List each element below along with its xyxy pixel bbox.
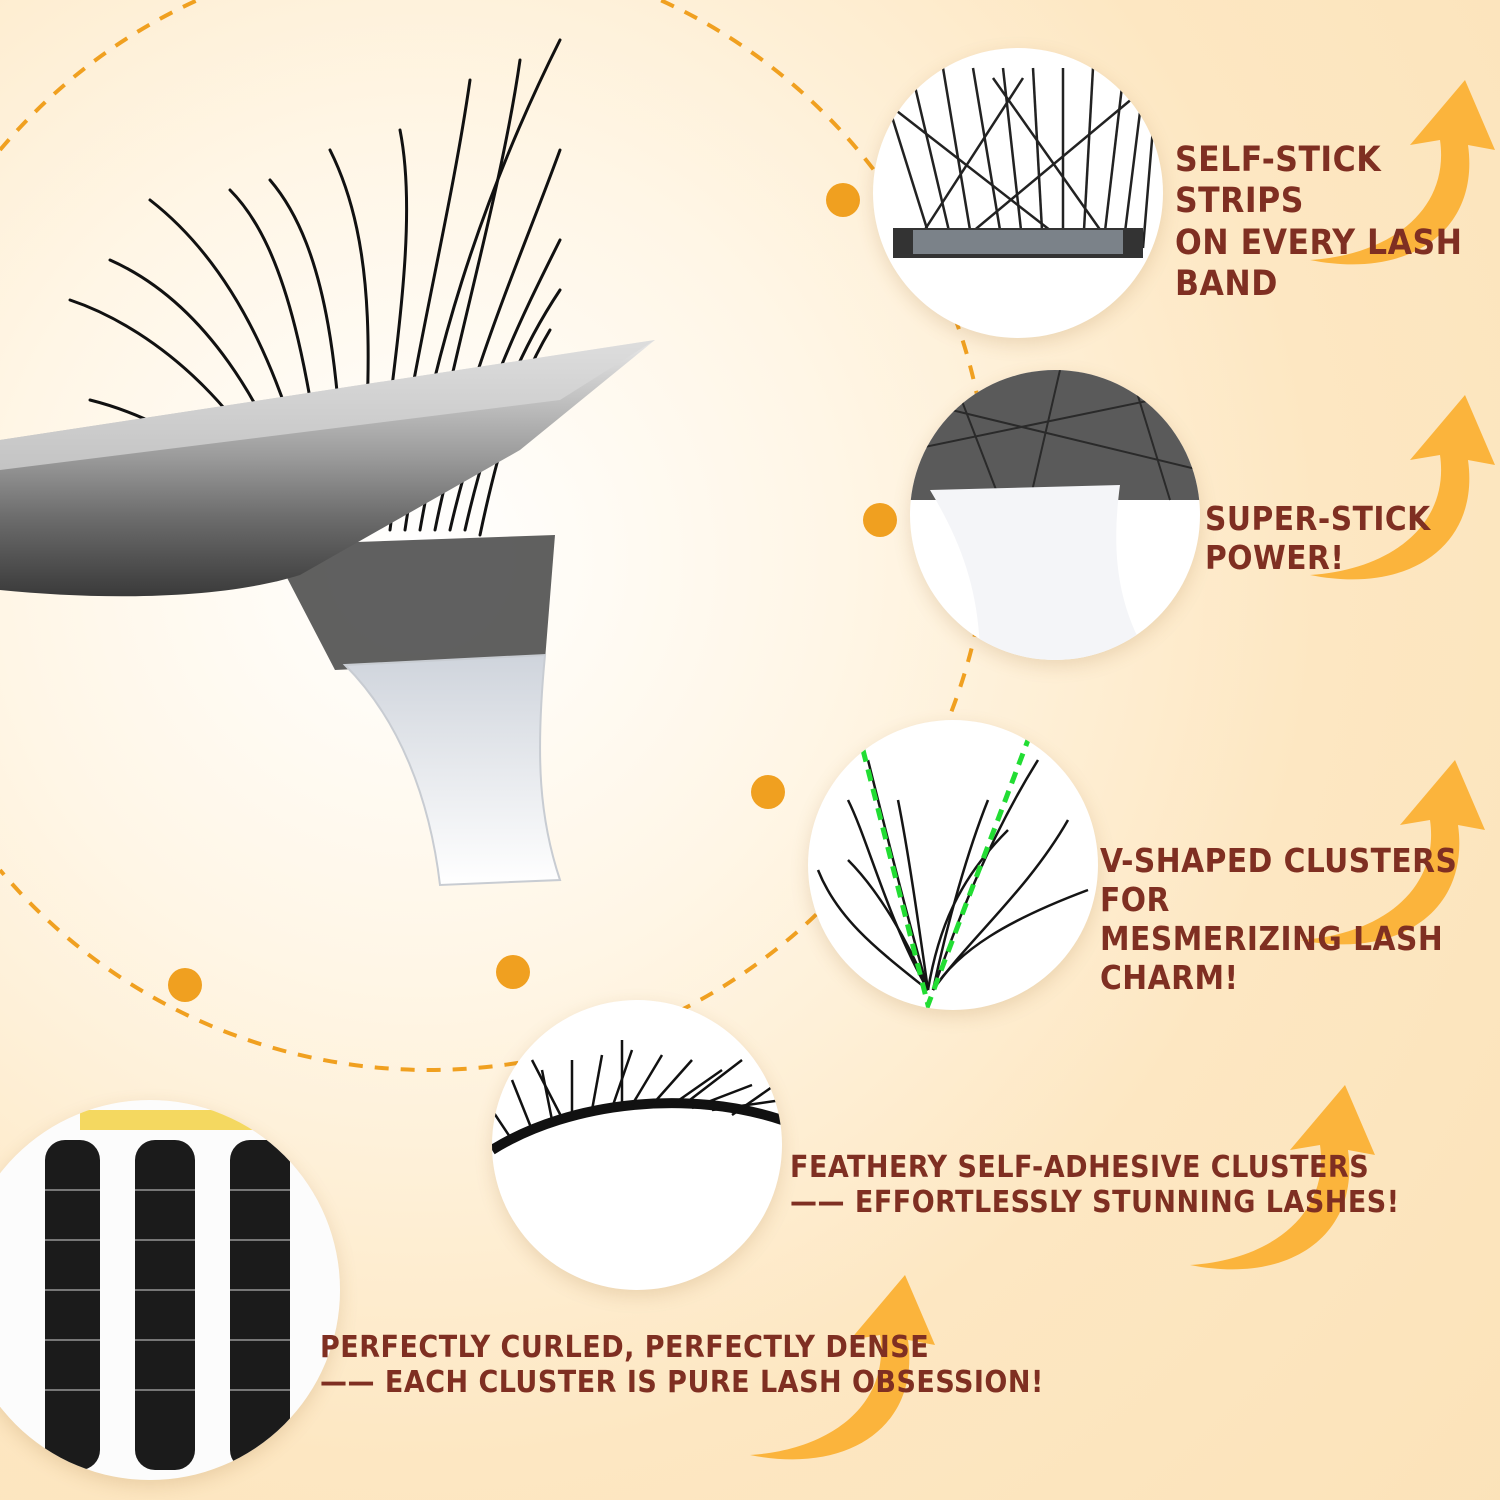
v-shaped-cluster-image [808,720,1098,1010]
curved-up-arrow-icon [750,1275,935,1460]
feature-line: FEATHERY SELF-ADHESIVE CLUSTERS [790,1150,1370,1185]
dot-icon [826,183,860,217]
feature-line: ON EVERY LASH BAND [1175,222,1463,304]
feature-line: SUPER-STICK POWER! [1205,499,1431,577]
feature-line: —— EFFORTLESSLY STUNNING LASHES! [790,1185,1400,1221]
feature-perfectly-curled: PERFECTLY CURLED, PERFECTLY DENSE —— EAC… [320,1330,1044,1401]
curved-up-arrow-icon [1300,760,1485,945]
feature-line: SELF-STICK STRIPS [1175,140,1382,222]
super-stick-image [910,370,1200,660]
curved-up-arrow-icon [1310,80,1495,265]
dot-icon [751,775,785,809]
feature-line: PERFECTLY CURLED, PERFECTLY DENSE [320,1330,930,1365]
curved-up-arrow-icon [1190,1085,1375,1270]
feature-line: V-SHAPED CLUSTERS FOR [1100,841,1458,919]
curved-up-arrow-icon [1310,395,1495,580]
feature-super-stick-power: SUPER-STICK POWER! [1205,499,1500,578]
feature-self-stick-strips: SELF-STICK STRIPS ON EVERY LASH BAND [1175,140,1500,305]
lash-tray-image [0,1100,340,1480]
dot-icon [863,503,897,537]
feathery-strip-lash-image [492,1000,782,1290]
feature-line: MESMERIZING LASH CHARM! [1100,918,1444,997]
feature-line: —— EACH CLUSTER IS PURE LASH OBSESSION! [320,1365,1044,1401]
dot-icon [496,955,530,989]
feature-v-shaped-clusters: V-SHAPED CLUSTERS FOR MESMERIZING LASH C… [1100,841,1500,998]
self-stick-strip-image [873,48,1163,338]
feature-feathery-clusters: FEATHERY SELF-ADHESIVE CLUSTERS —— EFFOR… [790,1150,1400,1221]
dot-icon [168,968,202,1002]
